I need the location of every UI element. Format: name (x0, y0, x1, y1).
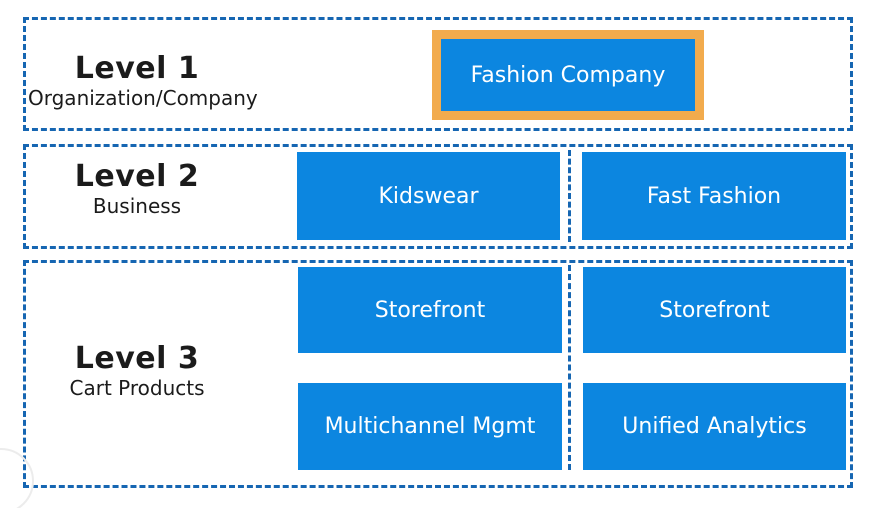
level-3-label: Level 3 Cart Products (28, 342, 246, 400)
level-3-column-divider (568, 265, 571, 470)
level-2-tier (23, 144, 853, 249)
node-fashion-company[interactable]: Fashion Company (432, 30, 704, 120)
node-fast-fashion[interactable]: Fast Fashion (582, 152, 846, 240)
level-1-label: Level 1 Organization/Company (28, 51, 258, 110)
node-multichannel-mgmt[interactable]: Multichannel Mgmt (298, 383, 562, 470)
level-2-label: Level 2 Business (28, 160, 246, 218)
level-2-subtitle: Business (92, 194, 182, 218)
level-1-subtitle: Organization/Company (28, 86, 258, 110)
node-kidswear-label: Kidswear (378, 183, 479, 209)
level-3-tier (23, 260, 853, 488)
node-multichannel-mgmt-label: Multichannel Mgmt (324, 414, 536, 439)
node-storefront-right[interactable]: Storefront (583, 267, 846, 353)
node-fast-fashion-label: Fast Fashion (646, 183, 782, 209)
level-3-subtitle: Cart Products (69, 376, 205, 400)
node-unified-analytics-label: Unified Analytics (622, 414, 807, 439)
level-2-column-divider (568, 150, 571, 242)
node-storefront-left[interactable]: Storefront (298, 267, 562, 353)
level-2-title: Level 2 (74, 159, 200, 194)
level-3-title: Level 3 (74, 341, 200, 376)
node-kidswear[interactable]: Kidswear (297, 152, 560, 240)
level-1-title: Level 1 (74, 51, 200, 86)
node-unified-analytics[interactable]: Unified Analytics (583, 383, 846, 470)
level-1-tier (23, 17, 853, 131)
node-storefront-right-label: Storefront (659, 297, 770, 323)
node-storefront-left-label: Storefront (374, 297, 486, 323)
node-fashion-company-label: Fashion Company (470, 62, 666, 88)
